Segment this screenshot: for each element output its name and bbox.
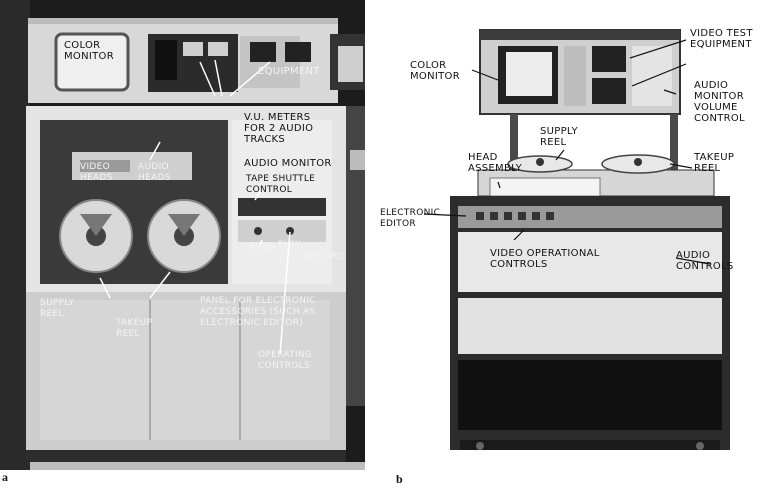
a-label-vu-meters: V.U. Meters For 2 Audio Tracks — [244, 112, 314, 145]
a-label-record: Record — [304, 252, 345, 262]
a-label-audio-heads: Audio Heads — [138, 162, 171, 183]
b-label-head-assembly: Head Assembly — [468, 152, 523, 174]
a-label-color-monitor: Color Monitor — [64, 40, 114, 62]
a-label-panel-accessories: Panel for Electronic Accessories (such a… — [200, 296, 316, 328]
a-label-operating-controls: Operating Controls — [258, 350, 313, 371]
a-label-supply-reel: Supply Reel — [40, 298, 75, 319]
figure-b-photo: Color Monitor Video Test Equipment Audio… — [380, 0, 770, 470]
b-label-audio-controls: Audio Controls — [676, 250, 734, 272]
a-label-video-heads: Video Heads — [80, 162, 113, 183]
b-label-takeup-reel: Takeup Reel — [694, 152, 735, 174]
figure-b-illustration — [423, 29, 730, 450]
b-label-video-test-equipment: Video Test Equipment — [690, 28, 753, 50]
a-label-play: Play — [278, 240, 301, 250]
b-label-supply-reel: Supply Reel — [540, 126, 578, 148]
b-label-color-monitor: Color Monitor — [410, 60, 460, 82]
a-label-stop: Stop — [250, 244, 275, 254]
b-label-video-operational-controls: Video Operational Controls — [490, 248, 600, 270]
figure-a-illustration — [0, 0, 365, 470]
b-label-electronic-editor: Electronic Editor — [380, 208, 441, 229]
a-label-audio-monitor: Audio Monitor — [244, 158, 332, 169]
figure-a-photo: Color Monitor Equipment V.U. Meters For … — [0, 0, 365, 470]
a-label-equipment: Equipment — [258, 66, 320, 77]
a-label-tape-shuttle: Tape Shuttle Control — [246, 174, 316, 195]
figure-b-letter: b — [396, 472, 403, 486]
a-label-takeup-reel: Takeup Reel — [116, 318, 153, 339]
figure-a-letter: a — [2, 470, 8, 484]
b-label-audio-monitor-volume: Audio Monitor Volume Control — [694, 80, 745, 124]
